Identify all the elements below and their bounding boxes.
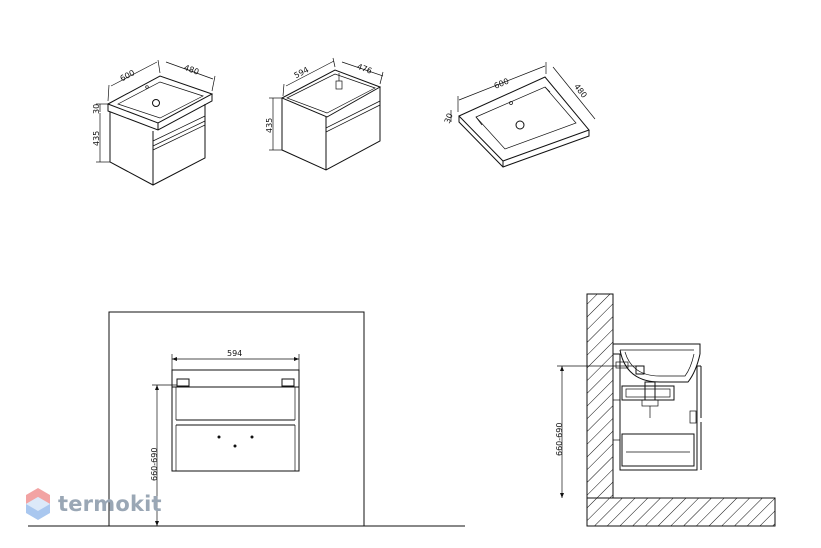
- termokit-watermark: termokit: [24, 486, 162, 522]
- watermark-text: termokit: [58, 492, 162, 516]
- side-view: [557, 293, 776, 527]
- cabinet-width-dimension: 600: [119, 68, 137, 83]
- cabinet-depth-dimension: 480: [183, 63, 200, 77]
- cabinet-iso-view: [96, 59, 216, 186]
- cabinet-top-thickness-dimension: 30: [92, 104, 101, 114]
- termokit-logo-icon: [26, 488, 50, 520]
- front-view: [28, 311, 465, 527]
- basin-width-dimension: 600: [493, 77, 511, 91]
- basin-depth-dimension: 480: [572, 82, 589, 100]
- basin-iso-view: [450, 62, 596, 168]
- front-mount-height-dimension: 660-690: [150, 448, 159, 481]
- basin-thickness-dimension: 30: [443, 112, 455, 125]
- cabinet-height-dimension: 435: [92, 131, 101, 146]
- front-width-dimension: 594: [227, 349, 242, 358]
- body-iso-view: [269, 57, 384, 171]
- body-height-dimension: 435: [265, 118, 274, 133]
- side-mount-height-dimension: 660-690: [555, 423, 564, 456]
- body-depth-dimension: 476: [356, 62, 373, 76]
